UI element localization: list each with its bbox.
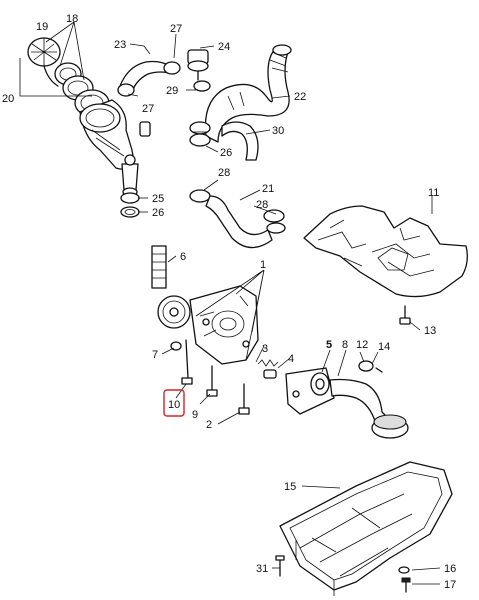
callout-10-highlight-box (163, 389, 185, 417)
callout-27a: 27 (170, 23, 182, 35)
leader-lines (19, 21, 441, 585)
callout-1: 1 (260, 259, 266, 271)
callout-28b: 28 (256, 199, 268, 211)
callout-6: 6 (180, 251, 186, 263)
callout-labels: 18 19 20 23 27 24 29 22 27 30 26 28 21 2… (2, 13, 456, 591)
callout-30: 30 (272, 125, 284, 137)
callout-4: 4 (288, 353, 294, 365)
callout-31: 31 (256, 563, 268, 575)
callout-14: 14 (378, 341, 390, 353)
intake-body (79, 99, 151, 197)
callout-22: 22 (294, 91, 306, 103)
callout-16: 16 (444, 563, 456, 575)
callout-15: 15 (284, 481, 296, 493)
callout-8: 8 (342, 339, 348, 351)
callout-13: 13 (424, 325, 436, 337)
callout-5: 5 (326, 339, 332, 351)
callout-26b: 26 (152, 207, 164, 219)
callout-20: 20 (2, 93, 14, 105)
callout-24: 24 (218, 41, 230, 53)
relief-valve (257, 359, 279, 379)
oil-filler-hose (189, 189, 286, 249)
check-valve (187, 49, 211, 92)
breather-hoses (117, 44, 292, 161)
callout-27b: 27 (142, 103, 154, 115)
hose-clamp (120, 192, 140, 204)
callout-7: 7 (152, 349, 158, 361)
callout-29: 29 (166, 85, 178, 97)
oil-pan (275, 461, 453, 596)
callout-2: 2 (206, 419, 212, 431)
callout-17: 17 (444, 579, 456, 591)
air-intake-assembly (27, 37, 151, 218)
air-filter-element (27, 37, 61, 87)
callout-12: 12 (356, 339, 368, 351)
oil-strainer (285, 360, 409, 439)
callout-28a: 28 (218, 167, 230, 179)
callout-21: 21 (262, 183, 274, 195)
callout-3: 3 (262, 343, 268, 355)
hose-clamp (120, 206, 140, 218)
callout-26a: 26 (220, 147, 232, 159)
callout-25: 25 (152, 193, 164, 205)
oil-pump-assembly (157, 285, 259, 415)
callout-19: 19 (36, 21, 48, 33)
callout-9: 9 (192, 409, 198, 421)
callout-18: 18 (66, 13, 78, 25)
callout-23: 23 (114, 39, 126, 51)
callout-11: 11 (428, 187, 439, 199)
gasket (151, 245, 167, 289)
engine-under-tray (303, 205, 468, 325)
callout-10: 10 (168, 399, 180, 411)
